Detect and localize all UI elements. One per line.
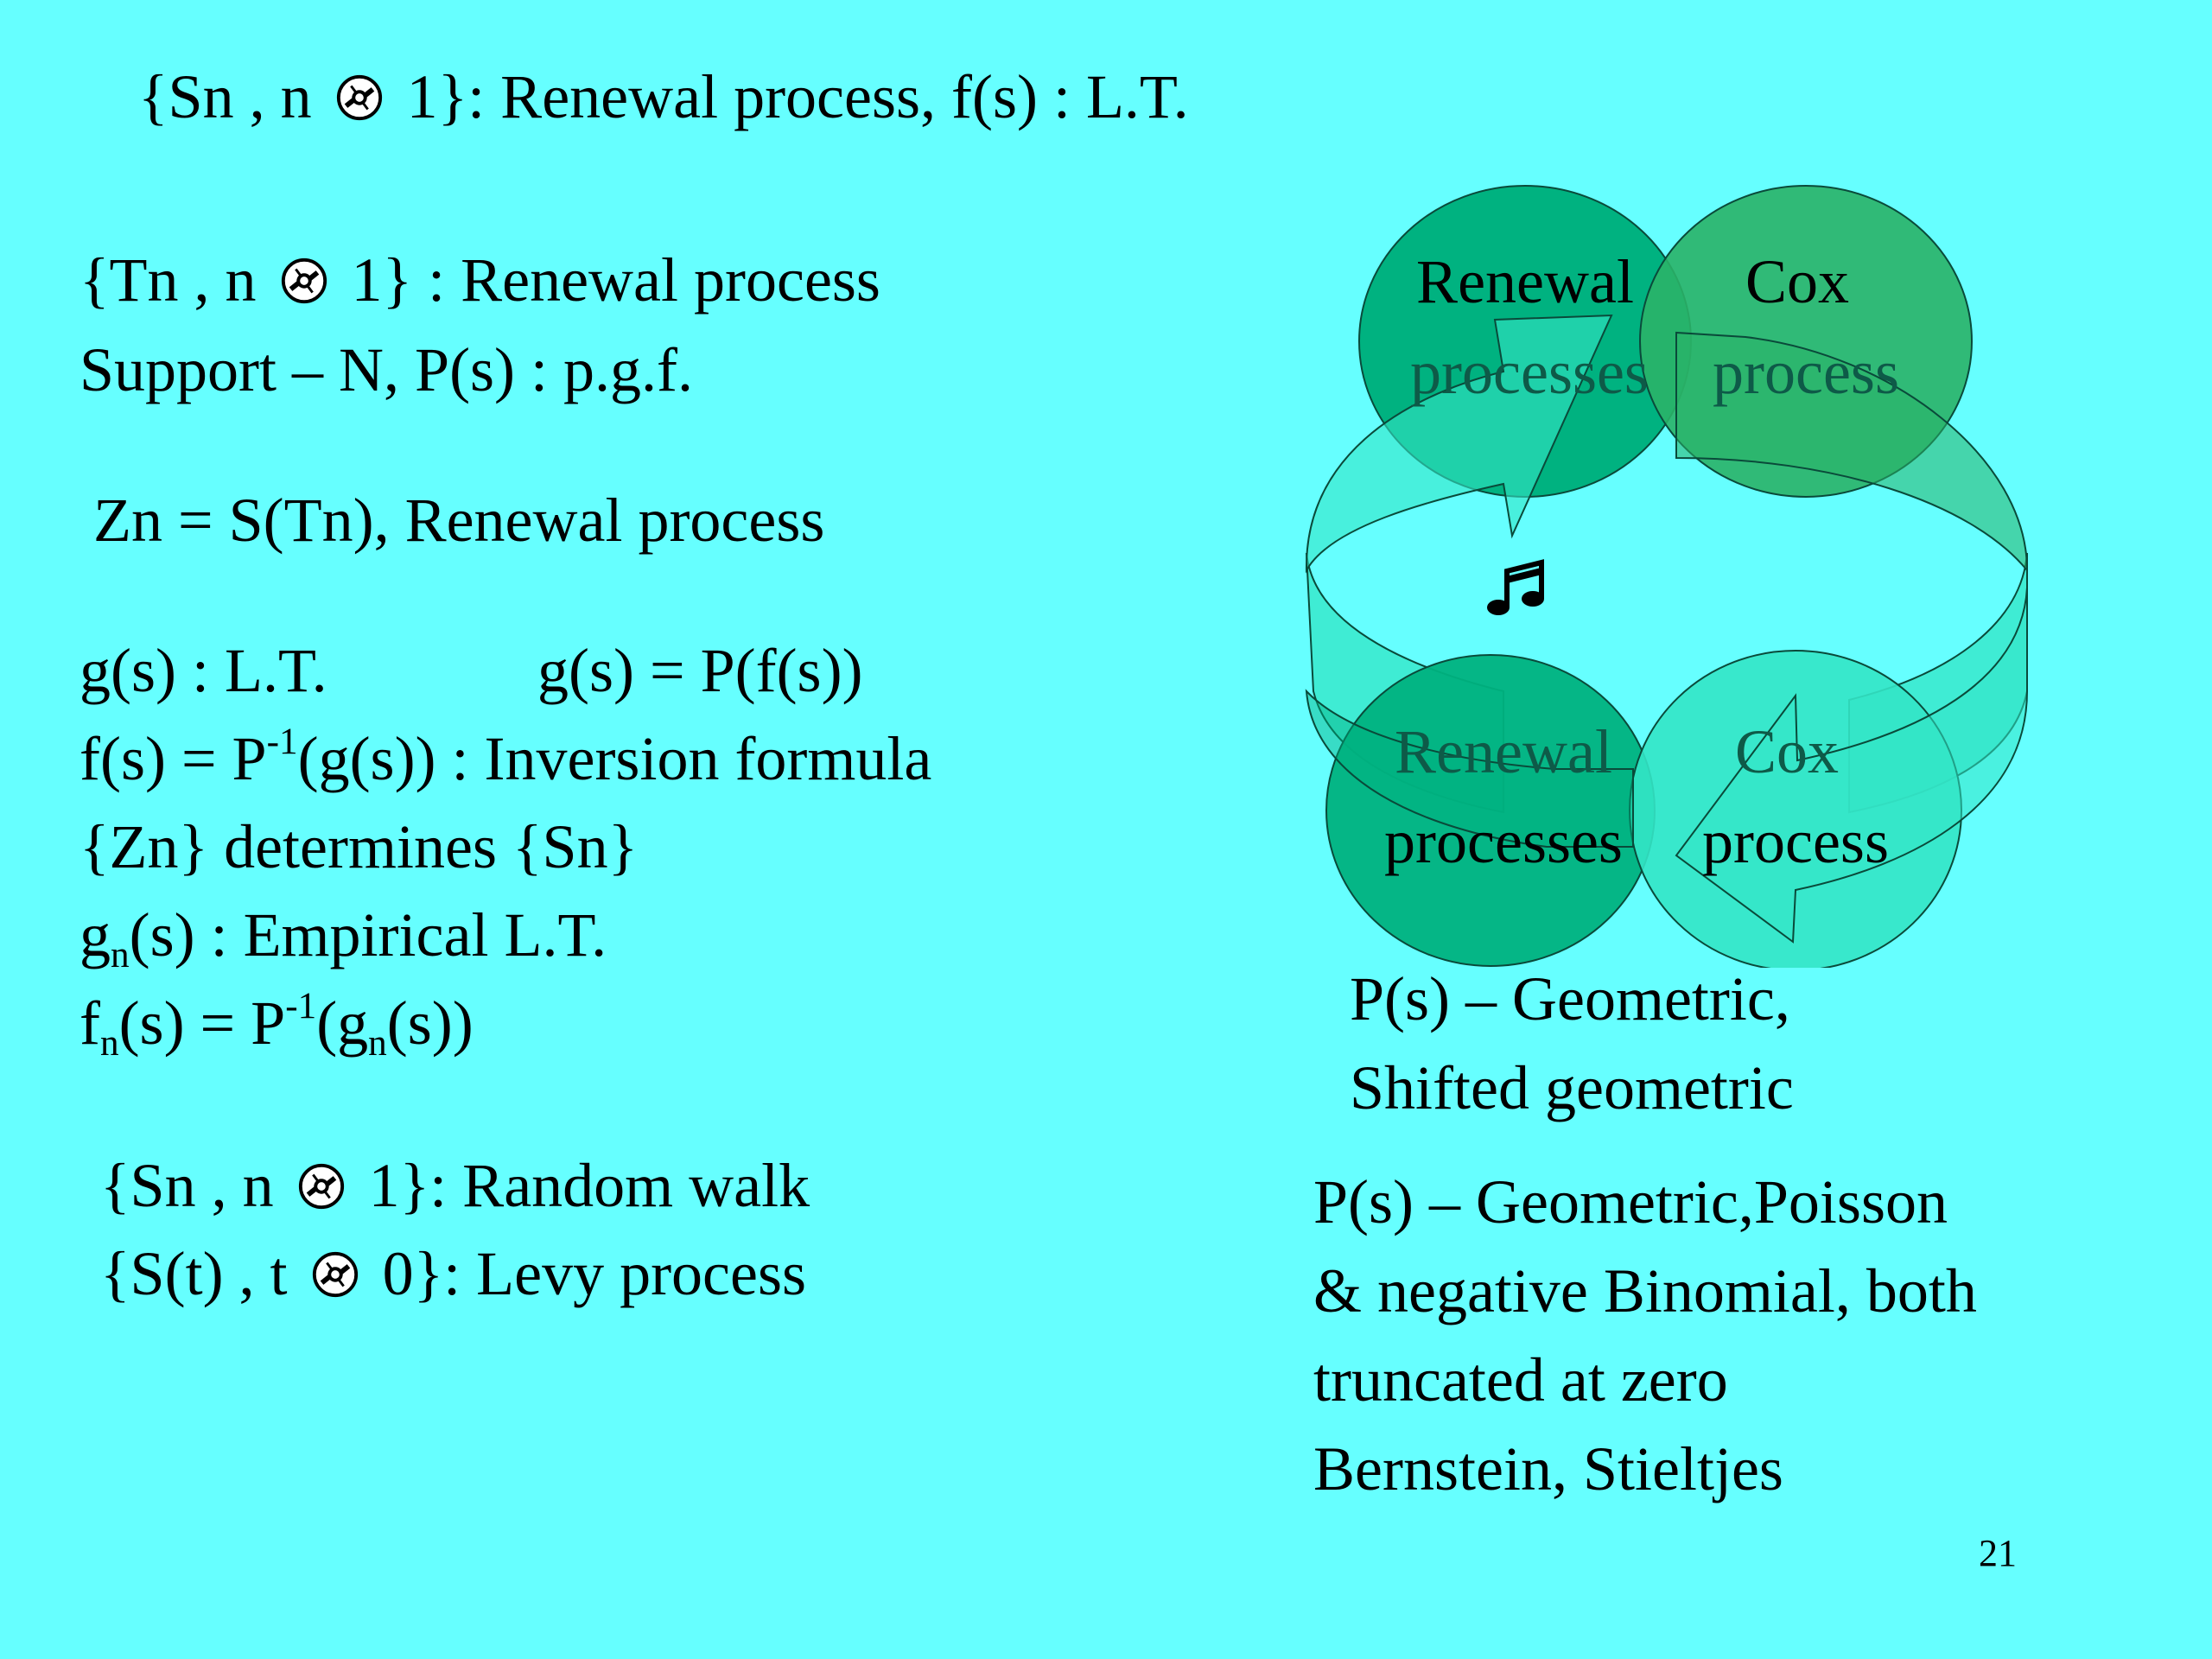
inv-sup: -1 (266, 721, 298, 762)
fn-c: (g (316, 988, 369, 1058)
line-tn: {Tn , n 1} : Renewal process (79, 249, 880, 311)
geometric-line-1: P(s) – Geometric, (1350, 964, 1790, 1033)
disc-icon (296, 1161, 346, 1211)
label-bottom-left-2: processes (1384, 807, 1623, 876)
arrow-left-arc (1305, 689, 1634, 848)
levy-pre: {S(t) , t (100, 1239, 303, 1308)
line-empirical: gn(s) : Empirical L.T. (79, 904, 607, 974)
line-gs-eq: g(s) = P(f(s)) (537, 636, 863, 705)
disc-icon (279, 256, 329, 306)
fn-sub2: n (368, 1022, 387, 1064)
inv-b: (g(s)) : Inversion formula (297, 724, 932, 793)
disc-icon (310, 1249, 360, 1300)
label-top-left-2: processes (1410, 338, 1649, 407)
cycle-diagram: Renewal processes Cox process Renewal pr… (1305, 185, 2029, 968)
fn-a: f (79, 988, 100, 1058)
line-inversion: f(s) = P-1(g(s)) : Inversion formula (79, 723, 931, 790)
label-top-right-1: Cox (1745, 247, 1849, 316)
title-line: {Sn , n 1}: Renewal process, f(s) : L.T. (138, 66, 1189, 128)
inv-a: f(s) = P (79, 724, 267, 793)
emp-sub: n (111, 934, 130, 976)
line-tn-pre: {Tn , n (79, 245, 272, 315)
label-top-left-1: Renewal (1416, 247, 1634, 316)
line-fn: fn(s) = P-1(gn(s)) (79, 988, 474, 1062)
distribution-line-3: truncated at zero (1313, 1345, 1728, 1414)
emp-b: (s) : Empirical L.T. (129, 900, 607, 969)
line-gs-lt: g(s) : L.T. (79, 636, 327, 705)
rw-pre: {Sn , n (100, 1151, 289, 1220)
geometric-line-2: Shifted geometric (1350, 1053, 1794, 1122)
geometric-text: P(s) – Geometric, Shifted geometric (1350, 955, 1794, 1133)
fn-d: (s)) (386, 988, 474, 1058)
fn-sup: -1 (285, 985, 317, 1027)
line-random-walk: {Sn , n 1}: Random walk (100, 1154, 810, 1217)
fn-b: (s) = P (118, 988, 286, 1058)
distribution-text: P(s) – Geometric,Poisson & negative Bino… (1313, 1158, 1977, 1514)
line-levy: {S(t) , t 0}: Levy process (100, 1243, 806, 1305)
fn-sub1: n (99, 1022, 119, 1064)
title-post: 1}: Renewal process, f(s) : L.T. (391, 62, 1189, 131)
page-number: 21 (1979, 1532, 2017, 1574)
distribution-line-1: P(s) – Geometric,Poisson (1313, 1167, 1948, 1236)
distribution-line-2: & negative Binomial, both (1313, 1256, 1977, 1325)
line-zn: Zn = S(Tn), Renewal process (93, 486, 825, 555)
rw-post: 1}: Random walk (353, 1151, 810, 1220)
line-determines: {Zn} determines {Sn} (79, 812, 639, 881)
label-top-right-2: process (1713, 338, 1899, 407)
distribution-line-4: Bernstein, Stieltjes (1313, 1434, 1783, 1503)
arrow-down (1675, 587, 2028, 944)
levy-post: 0}: Levy process (366, 1239, 806, 1308)
emp-a: g (79, 900, 111, 969)
label-bottom-right-2: process (1702, 807, 1889, 876)
label-bottom-right-1: Cox (1735, 717, 1839, 786)
arrow-right-arc (1675, 331, 2029, 573)
line-tn-post: 1} : Renewal process (335, 245, 880, 315)
line-support: Support – N, P(s) : p.g.f. (79, 335, 694, 404)
music-note-icon (1487, 559, 1544, 615)
disc-icon (334, 73, 385, 123)
label-bottom-left-1: Renewal (1395, 717, 1612, 786)
arrow-up (1305, 314, 1613, 574)
title-pre: {Sn , n (138, 62, 327, 131)
